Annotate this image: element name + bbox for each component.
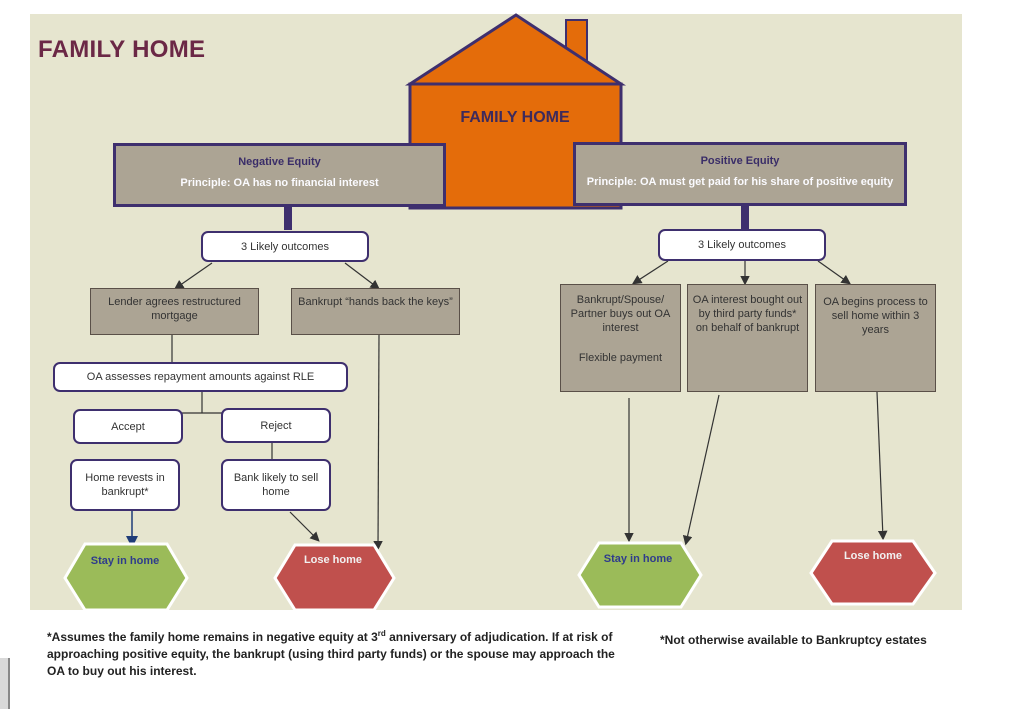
negative-outcomes-box: 3 Likely outcomes: [201, 231, 369, 262]
lose-label-left: Lose home: [303, 554, 363, 566]
positive-equity-box: Positive Equity Principle: OA must get p…: [573, 142, 907, 206]
negative-equity-principle: Principle: OA has no financial interest: [180, 177, 379, 189]
footnote-right: *Not otherwise available to Bankruptcy e…: [660, 633, 927, 647]
footnote-star: *: [47, 630, 52, 644]
positive-equity-principle: Principle: OA must get paid for his shar…: [586, 176, 894, 188]
footnote-line1: Assumes the family home remains in negat…: [51, 630, 378, 644]
stay-label-left: Stay in home: [90, 555, 160, 567]
negative-equity-box: Negative Equity Principle: OA has no fin…: [113, 143, 446, 207]
footnote-left: *Assumes the family home remains in nega…: [47, 625, 647, 680]
home-revests-box: Home revests in bankrupt*: [70, 459, 180, 511]
window-edge-mark: [0, 658, 10, 709]
stay-hex-right: [577, 541, 703, 609]
lose-label-right: Lose home: [843, 550, 903, 562]
lender-restructure-box: Lender agrees restructured mortgage: [90, 288, 259, 335]
flexible-payment-text: Flexible payment: [578, 352, 663, 364]
footnote-sup: rd: [377, 629, 386, 638]
sell-process-box: OA begins process to sell home within 3 …: [815, 284, 936, 392]
negative-equity-heading: Negative Equity: [238, 156, 321, 168]
oa-assesses-box: OA assesses repayment amounts against RL…: [53, 362, 348, 392]
positive-outcomes-box: 3 Likely outcomes: [658, 229, 826, 261]
page-title: FAMILY HOME: [38, 36, 206, 63]
footnote-line1-end: anniversary of adjudication. If at risk …: [385, 630, 613, 644]
footnote-line3: OA to buy out his interest.: [47, 664, 197, 678]
reject-box: Reject: [221, 408, 331, 443]
bankrupt-keys-box: Bankrupt “hands back the keys”: [291, 288, 460, 335]
positive-equity-heading: Positive Equity: [700, 155, 780, 167]
lose-hex-right: [809, 539, 937, 606]
third-party-box: OA interest bought out by third party fu…: [687, 284, 808, 392]
buyout-box: Bankrupt/Spouse/ Partner buys out OA int…: [560, 284, 681, 392]
accept-box: Accept: [73, 409, 183, 444]
footnote-line2: approaching positive equity, the bankrup…: [47, 647, 615, 661]
bank-sell-box: Bank likely to sell home: [221, 459, 331, 511]
stay-label-right: Stay in home: [603, 553, 673, 565]
buyout-text: Bankrupt/Spouse/ Partner buys out OA int…: [570, 294, 671, 334]
house-label: FAMILY HOME: [460, 109, 570, 126]
lose-hex-left: [273, 543, 396, 612]
stay-hex-left: [63, 542, 189, 612]
